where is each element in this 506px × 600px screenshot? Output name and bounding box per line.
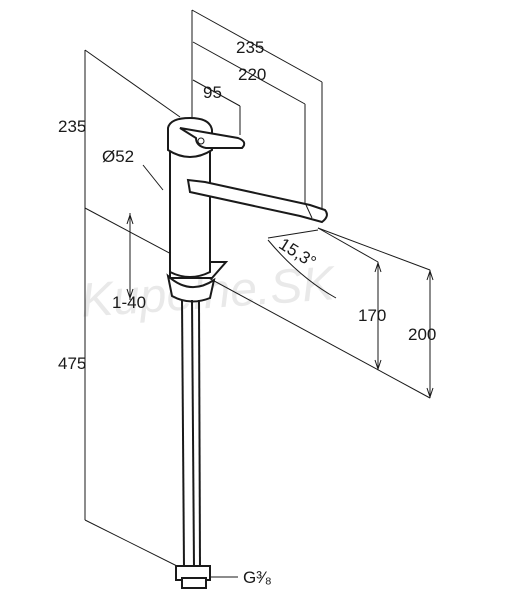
- dim-height-above-deck: 235: [58, 117, 86, 136]
- faucet: [166, 116, 328, 589]
- dim-overall-height: 200: [408, 325, 436, 344]
- spout: [186, 178, 328, 224]
- connector-thread: [181, 577, 207, 589]
- lever-handle: [179, 127, 246, 149]
- dim-top-reach: 235: [236, 38, 264, 57]
- base-nut: [166, 273, 216, 303]
- dim-body-diameter: Ø52: [102, 147, 134, 166]
- dim-deck-thickness: 1-40: [112, 293, 146, 312]
- dim-hose-length: 475: [58, 354, 86, 373]
- dim-spout-reach: 220: [238, 65, 266, 84]
- dim-lever-reach: 95: [203, 83, 222, 102]
- mixer-body: [169, 149, 211, 278]
- dimension-lines: [84, 9, 434, 578]
- dim-connection-thread: G³⁄₈: [243, 568, 272, 587]
- dim-spout-height: 170: [358, 306, 386, 325]
